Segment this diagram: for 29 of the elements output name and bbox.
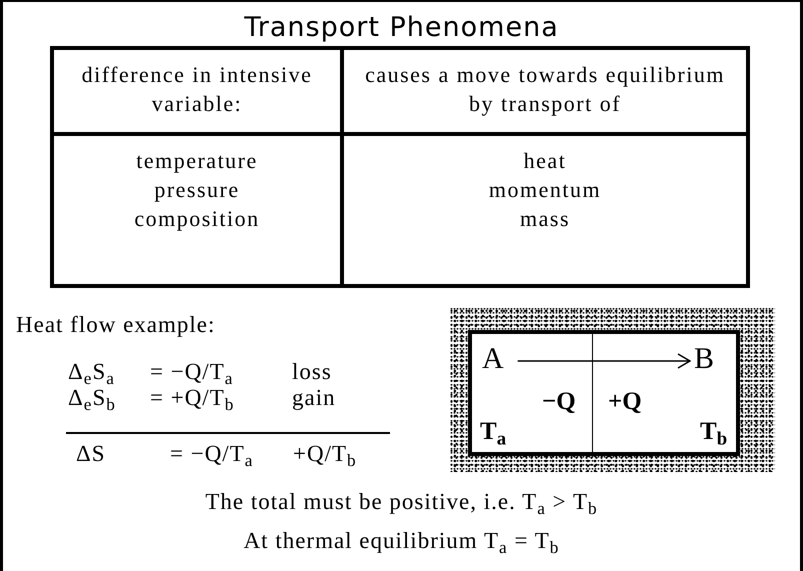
table-text: mass xyxy=(520,205,570,233)
equation-term: Δ$_{e}$S$_{a}$ xyxy=(68,358,115,386)
equation-term: = +Q/T$_{b}$ xyxy=(150,384,234,412)
box-label: T$_{b}$ xyxy=(700,419,728,444)
equation-note: loss xyxy=(292,358,332,386)
heading: Heat flow example: xyxy=(16,311,216,339)
conclusion-text: At thermal equilibrium T$_{a}$ = T$_{b}$ xyxy=(242,527,560,555)
table-text: momentum xyxy=(488,176,602,204)
table-text: heat xyxy=(524,147,566,175)
node-label: A xyxy=(482,344,504,374)
equation-term: +Q/T$_{b}$ xyxy=(293,440,357,468)
box-label: T$_{a}$ xyxy=(480,419,506,444)
conclusion-text: The total must be positive, i.e. T$_{a}$ > T$_{b}$ xyxy=(204,488,599,516)
equation-term: = −Q/T$_{a}$ xyxy=(150,358,234,386)
table-text: temperature xyxy=(136,147,258,175)
arrow xyxy=(518,353,691,369)
title: Transport Phenomena xyxy=(243,12,560,43)
table-header: causes a move towards equilibrium by transport of xyxy=(364,61,726,118)
equation-term: = −Q/T$_{a}$ xyxy=(170,440,254,468)
table-header: difference in intensive variable: xyxy=(80,61,314,118)
equation-term: ΔS xyxy=(76,440,106,468)
table-text: composition xyxy=(134,205,260,233)
box-label: +Q xyxy=(608,389,642,414)
equation-note: gain xyxy=(292,384,336,412)
equation-term: Δ$_{e}$S$_{b}$ xyxy=(68,384,116,412)
table-text: pressure xyxy=(154,176,240,204)
container-box xyxy=(450,308,775,472)
node-label: B xyxy=(694,344,714,374)
box-label: −Q xyxy=(542,389,576,414)
